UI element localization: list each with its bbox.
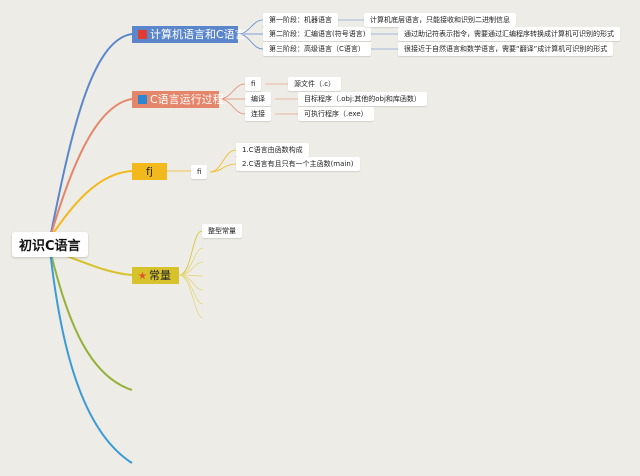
step-link[interactable]: 连接	[245, 107, 271, 121]
branch-computer-language[interactable]: 计算机语言和C语言	[132, 26, 246, 43]
branch-label: 常量	[148, 269, 171, 282]
star-icon: ★	[138, 271, 147, 282]
branch-run-process[interactable]: C语言运行过程	[132, 91, 224, 108]
object-program-desc[interactable]: 目标程序（.obj:其他的obj和库函数）	[298, 92, 427, 106]
step-compile[interactable]: 编译	[245, 92, 271, 106]
branch-label: 计算机语言和C语言	[150, 28, 246, 41]
fi-node[interactable]: fi	[191, 165, 208, 179]
executable-desc[interactable]: 可执行程序（.exe）	[298, 107, 374, 121]
source-file-desc[interactable]: 源文件（.c）	[288, 77, 342, 91]
red-square-icon	[138, 30, 147, 39]
blue-square-icon	[138, 95, 147, 104]
step-source[interactable]: fi	[245, 77, 262, 91]
stage-3[interactable]: 第三阶段：高级语言（C语言）	[263, 42, 371, 56]
stage-3-desc[interactable]: 很接近于自然语言和数学语言，需要“翻译”成计算机可识别的形式	[398, 42, 614, 56]
stage-1[interactable]: 第一阶段：机器语言	[263, 13, 338, 27]
branch-constants[interactable]: ★常量	[132, 267, 179, 284]
branch-label: fj	[146, 165, 153, 178]
root-node[interactable]: 初识C语言	[12, 232, 88, 257]
branch-fj[interactable]: fj	[132, 163, 167, 180]
stage-2-desc[interactable]: 通过助记符表示指令，需要通过汇编程序转换成计算机可识别的形式	[398, 27, 620, 41]
stage-1-desc[interactable]: 计算机底层语言，只能接收和识别二进制信息	[364, 13, 516, 27]
main-function-note[interactable]: 2.C语言有且只有一个主函数(main)	[236, 157, 360, 171]
function-composition-note[interactable]: 1.C语言由函数构成	[236, 143, 309, 157]
stage-2[interactable]: 第二阶段：汇编语言(符号语言)	[263, 27, 372, 41]
branch-label: C语言运行过程	[150, 93, 224, 106]
integer-constant[interactable]: 整型常量	[202, 224, 242, 238]
